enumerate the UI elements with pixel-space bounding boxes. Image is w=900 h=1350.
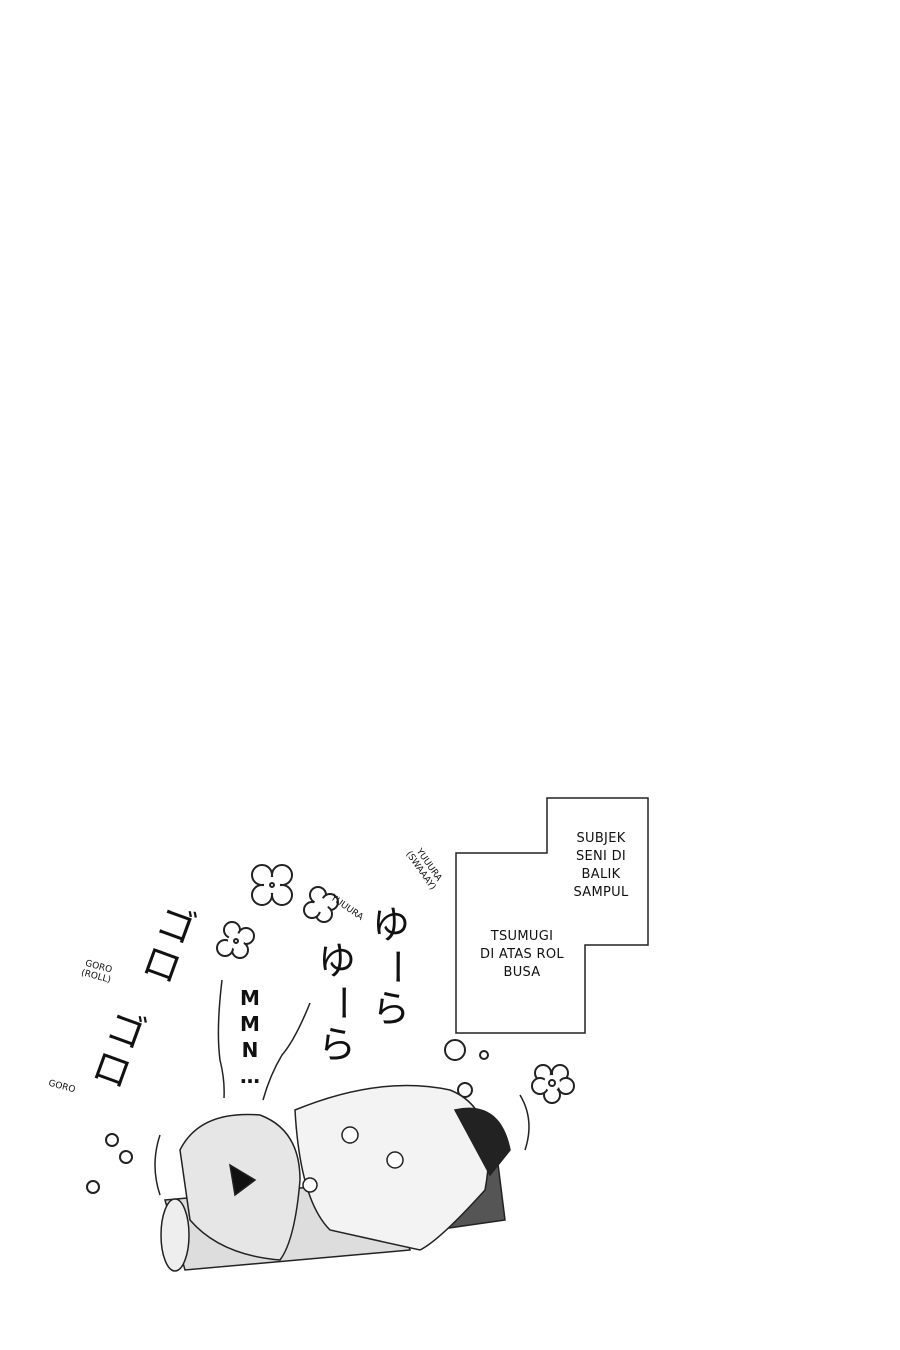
caption-line: BUSA [503, 965, 541, 980]
caption-line: DI ATAS ROL [480, 947, 564, 962]
sfx-mmn: M M N … [240, 985, 260, 1089]
sfx-char: M [240, 1012, 260, 1036]
sfx-char: ら [372, 987, 411, 1031]
speech-line-left [217, 979, 225, 1099]
sfx-char: ゆ [318, 939, 357, 983]
character-tsumugi [179, 1084, 511, 1261]
sfx-char: ら [318, 1023, 357, 1067]
caption-line: SUBJEK [576, 831, 626, 846]
sfx-char: ー [319, 984, 363, 1022]
caption-line: BALIK [581, 867, 621, 882]
speech-line-right [262, 1002, 311, 1101]
sfx-char: … [240, 1064, 260, 1088]
caption-line: TSUMUGI [490, 929, 554, 944]
sfx-char: ー [373, 948, 417, 986]
sfx-yura-jp-2: ゆ ー ら [318, 938, 364, 1068]
caption-line: SENI DI [575, 849, 627, 864]
flower-icon [216, 921, 255, 959]
sfx-char: M [240, 986, 260, 1010]
caption-line: SAMPUL [573, 885, 629, 900]
caption-subjek: SUBJEK SENI DI BALIK SAMPUL [556, 830, 646, 902]
caption-box-outline [455, 797, 649, 1034]
caption-tsumugi: TSUMUGI DI ATAS ROL BUSA [462, 928, 582, 982]
flower-icon [531, 1064, 575, 1104]
thought-bubbles [444, 1039, 489, 1098]
small-flower-icons [86, 1133, 133, 1194]
sfx-char: ゆ [372, 903, 411, 947]
sfx-char: N [241, 1038, 259, 1062]
flower-icon [303, 886, 339, 923]
flower-icon [251, 864, 293, 906]
sfx-yura-jp-1: ゆ ー ら [372, 902, 418, 1032]
